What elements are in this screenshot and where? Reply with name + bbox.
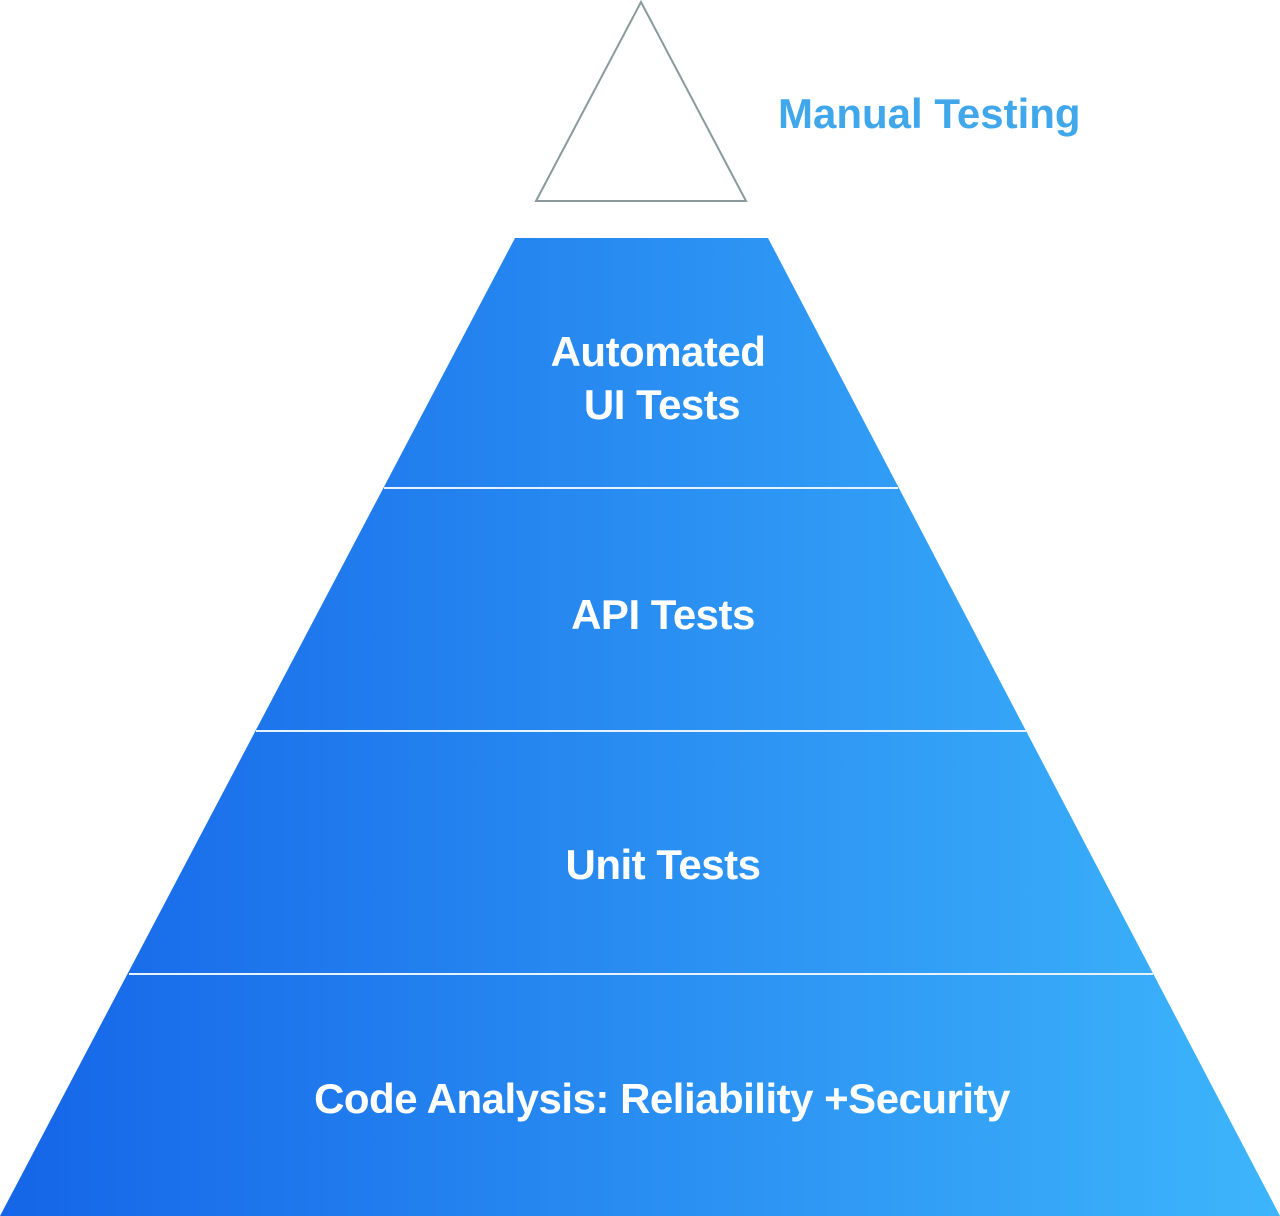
tier-api-tests: API Tests (571, 591, 755, 638)
tier-code-analysis: Code Analysis: Reliability +Security (314, 1075, 1011, 1122)
tier-label-line: Automated (551, 328, 766, 375)
manual-testing-label: Manual Testing (778, 90, 1081, 137)
tier-automated-ui-tests: Automated UI Tests (551, 328, 766, 428)
pyramid-body (0, 238, 1280, 1216)
tier-label-line: UI Tests (584, 381, 740, 428)
manual-testing-triangle (534, 0, 748, 202)
tier-label-line: Code Analysis: Reliability +Security (314, 1075, 1011, 1122)
tier-label-line: Unit Tests (566, 841, 761, 888)
tier-unit-tests: Unit Tests (566, 841, 761, 888)
tier-label-line: API Tests (571, 591, 755, 638)
